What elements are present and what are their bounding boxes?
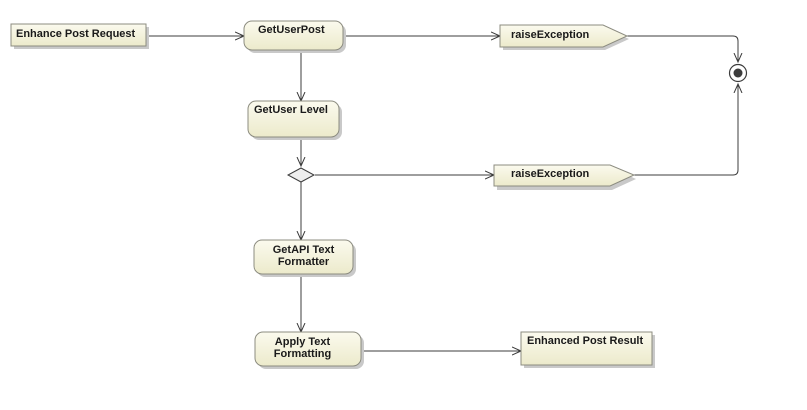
node-raiseexception-1[interactable]: [499, 24, 629, 50]
edge-raiseexception-1-to-final: [627, 35, 738, 62]
node-enhance-post-request[interactable]: [10, 23, 149, 49]
node-enhanced-post-result[interactable]: [520, 331, 655, 368]
label-apply-line2: Formatting: [273, 348, 332, 360]
node-apply-text-formatting[interactable]: [254, 331, 364, 369]
edge-raiseexception-2-to-final: [634, 84, 738, 176]
node-getuserpost[interactable]: [243, 20, 346, 53]
node-raiseexception-2[interactable]: [493, 164, 636, 190]
label-getapi-line1: GetAPI Text: [272, 244, 335, 256]
label-enhanced-post-result: Enhanced Post Result: [527, 335, 644, 347]
label-raiseexception-1: raiseException: [511, 29, 590, 41]
label-raiseexception-2: raiseException: [511, 168, 590, 180]
label-apply-line1: Apply Text: [274, 336, 331, 348]
label-enhance-post-request: Enhance Post Request: [16, 28, 136, 40]
node-getapi-text-formatter[interactable]: [253, 239, 356, 277]
label-getuser-level: GetUser Level: [254, 104, 328, 116]
label-getapi-line2: Formatter: [277, 256, 330, 268]
label-getuserpost: GetUserPost: [258, 24, 325, 36]
decision-node[interactable]: [286, 167, 316, 183]
node-getuser-level[interactable]: [247, 100, 342, 140]
activity-final-node[interactable]: [728, 63, 748, 83]
edges: [147, 36, 738, 351]
